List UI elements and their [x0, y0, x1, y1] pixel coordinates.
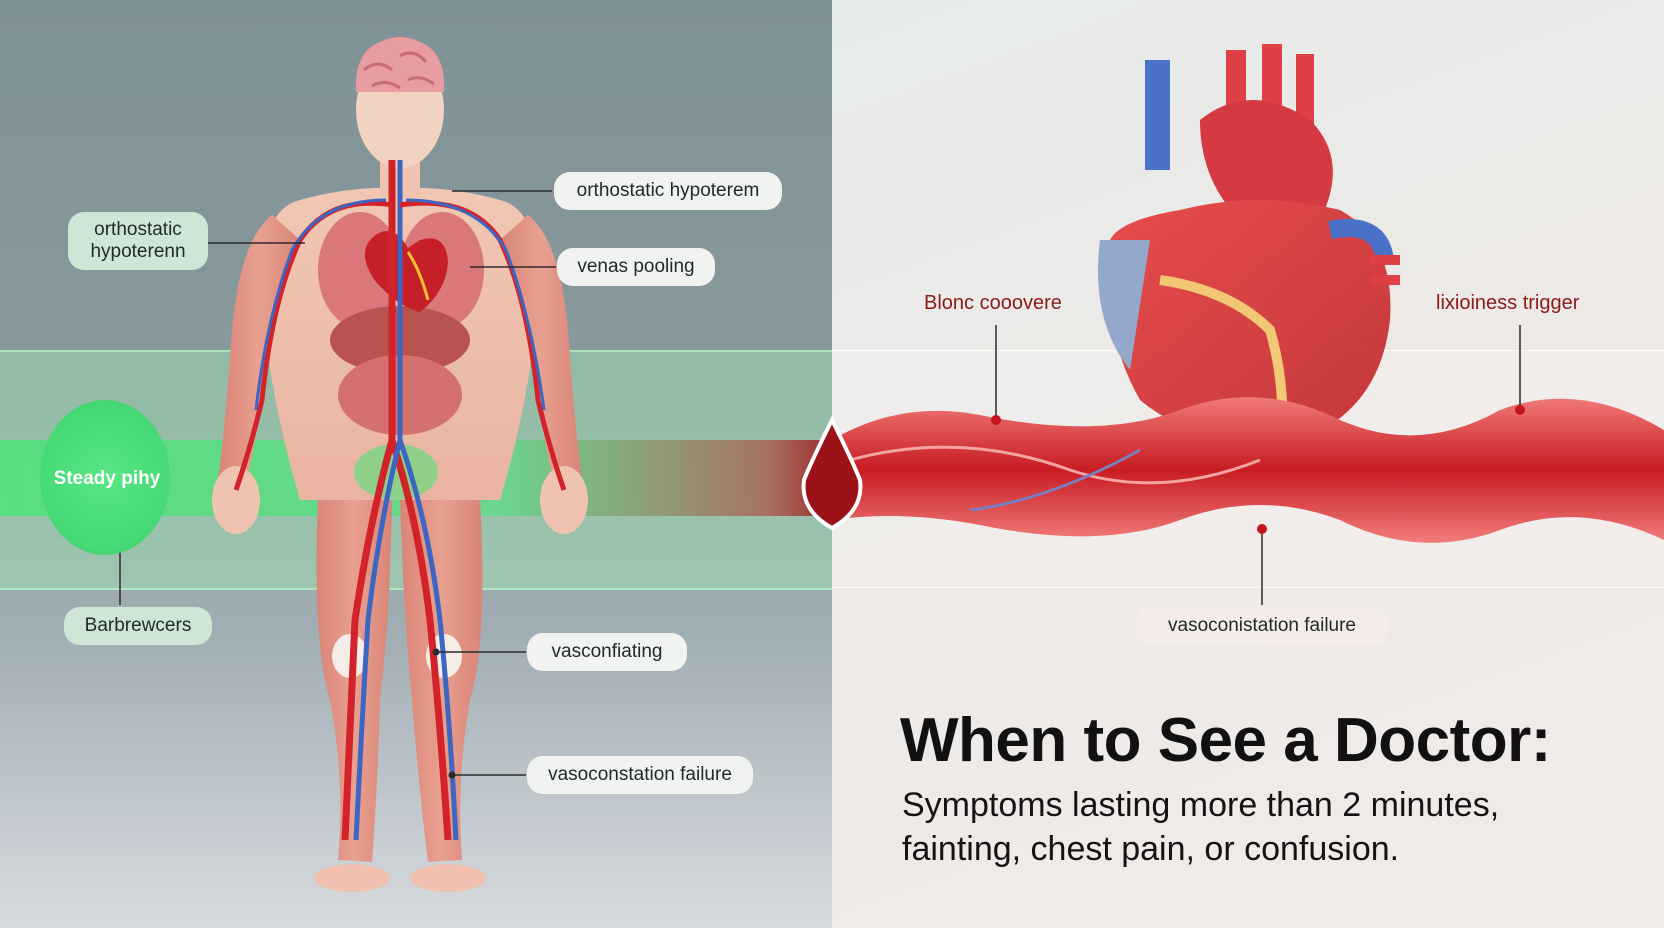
heart-illustration: [1098, 44, 1400, 442]
vessel-wave: [832, 397, 1664, 543]
label-venous-pooling: venas pooling: [557, 248, 715, 286]
blood-drop-icon: [801, 415, 863, 531]
heading-line-1: Symptoms lasting more than 2 minutes,: [902, 786, 1500, 824]
label-vasoconstriction-failure-right: vasoconistation failure: [1136, 607, 1388, 645]
heading-title: When to See a Doctor:: [900, 706, 1551, 775]
label-orthostatic-top: orthostatic hypoterem: [554, 172, 782, 210]
steady-label: Steady pihy: [53, 468, 161, 489]
label-baroreceptors: Barbrewcers: [64, 607, 212, 645]
steady-node: [40, 400, 170, 555]
label-dizziness-trigger: lixioiness trigger: [1436, 292, 1580, 314]
human-figure: [212, 37, 588, 892]
label-blood-cover: Blonc cooovere: [924, 292, 1062, 314]
label-orthostatic-left: orthostatic hypoterenn: [68, 212, 208, 270]
label-vasoconstricting: vasconfiating: [527, 633, 687, 671]
heading-line-2: fainting, chest pain, or confusion.: [902, 830, 1400, 868]
label-vasoconstriction-failure-left: vasoconstation failure: [527, 756, 753, 794]
